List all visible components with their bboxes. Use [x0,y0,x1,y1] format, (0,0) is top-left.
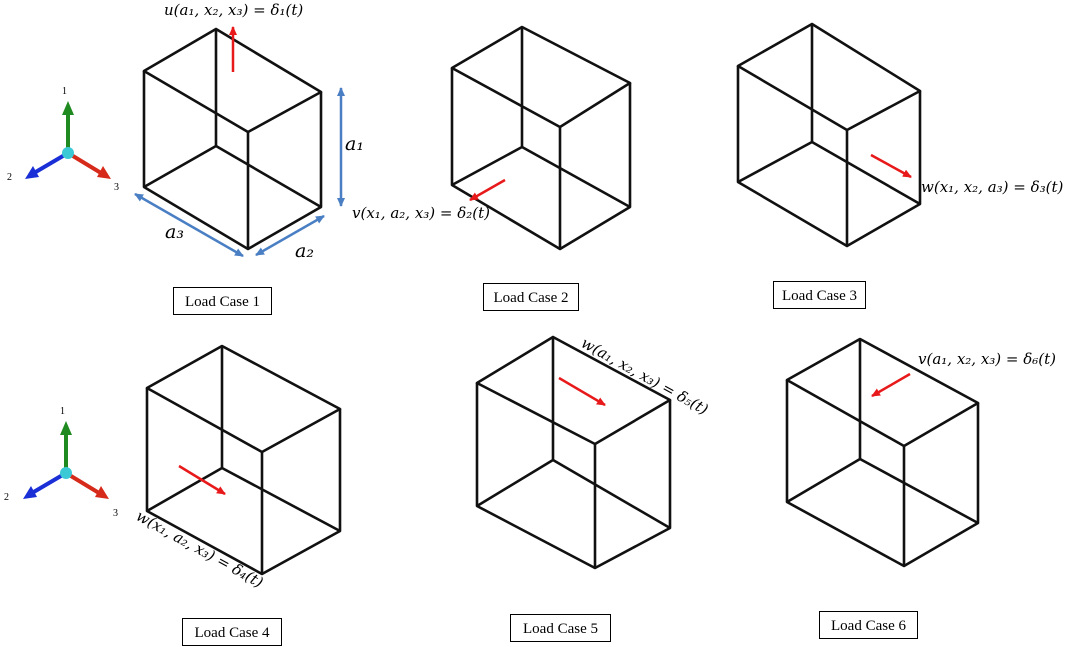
dimension-label-a3: a₃ [165,221,184,243]
caption-load-case-2: Load Case 2 [483,283,579,311]
cube-load-case-3 [736,22,922,248]
axis-2-label: 2 [7,172,12,183]
load-arrow-case-6 [871,372,911,398]
equation-case-2: v(x₁, a₂, x₃) = δ₂(t) [352,204,490,222]
caption-load-case-4: Load Case 4 [182,618,282,646]
load-arrow-case-2 [469,178,506,202]
cube-load-case-4 [145,344,342,576]
axis-3-label: 3 [113,508,118,519]
cube-load-case-1 [142,27,323,251]
axis-3-label: 3 [114,182,119,193]
caption-load-case-5: Load Case 5 [510,614,611,642]
cube-load-case-6 [785,337,980,568]
dimension-label-a1: a₁ [345,133,364,155]
axis-1-arrowhead [62,101,74,115]
dimension-arrow-a3 [134,192,244,258]
caption-load-case-1: Load Case 1 [173,287,272,315]
dimension-label-a2: a₂ [295,240,314,262]
equation-case-1: u(a₁, x₂, x₃) = δ₁(t) [164,1,303,19]
caption-load-case-6: Load Case 6 [819,611,918,639]
axis-triad-bottom: 1 2 3 [4,406,118,519]
load-arrow-case-3 [870,153,912,179]
axis-3-arrowhead [97,166,111,179]
cube-load-case-2 [450,25,632,251]
equation-case-6: v(a₁, x₂, x₃) = δ₆(t) [918,350,1056,368]
cube-load-case-5 [475,335,672,570]
load-arrow-case-4 [178,464,226,496]
axis-2-label: 2 [4,492,9,503]
axis-triad-top: 1 2 3 [7,86,119,193]
load-arrow-case-5 [558,376,606,407]
dimension-arrow-a2 [255,214,325,257]
axis-1-label: 1 [60,406,65,417]
axis-1-label: 1 [62,86,67,97]
caption-load-case-3: Load Case 3 [773,281,866,309]
equation-case-5: w(a₁, x₂, x₃) = δ₅(t) [578,334,711,419]
equation-case-3: w(x₁, x₂, a₃) = δ₃(t) [921,178,1064,196]
axis-2-arrowhead [25,166,39,179]
origin-dot [62,147,74,159]
equation-case-4: w(x₁, a₂, x₃) = δ₄(t) [133,507,266,592]
